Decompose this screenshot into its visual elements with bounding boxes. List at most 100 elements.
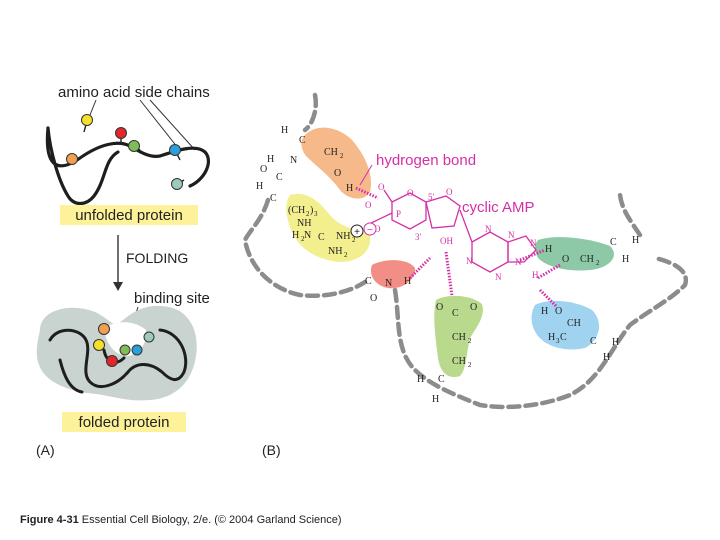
svg-text:O: O <box>374 224 381 234</box>
svg-text:O: O <box>562 254 569 265</box>
side-chain-orange <box>98 323 110 335</box>
svg-text:O: O <box>334 168 341 179</box>
svg-text:CH: CH <box>452 356 466 367</box>
svg-text:H: H <box>532 270 539 280</box>
svg-text:C: C <box>276 172 283 183</box>
cyclic-amp-atoms: O O P O O 5' O 3' OH N N N N N N H <box>365 182 539 282</box>
svg-text:H: H <box>256 181 263 192</box>
blob-teal <box>535 237 614 271</box>
svg-text:H: H <box>603 352 610 363</box>
svg-text:C: C <box>560 332 567 343</box>
svg-text:2: 2 <box>468 361 472 369</box>
svg-text:N: N <box>466 256 473 266</box>
svg-text:N: N <box>495 272 502 282</box>
unfolded-chain <box>45 126 211 206</box>
hydrogen-bonds <box>355 186 561 308</box>
svg-text:H: H <box>267 154 274 165</box>
side-chain-blue <box>131 344 143 356</box>
negative-charge-sign: − <box>367 225 373 236</box>
binding-site-label: binding site <box>134 290 210 307</box>
side-chain-blue <box>169 144 181 156</box>
svg-text:NH: NH <box>336 231 350 242</box>
svg-text:H: H <box>612 337 619 348</box>
svg-text:O: O <box>365 200 372 210</box>
svg-text:N: N <box>530 238 537 248</box>
side-chain-orange <box>66 153 78 165</box>
svg-text:N: N <box>290 155 297 166</box>
side-chain-teal <box>143 331 155 343</box>
svg-text:C: C <box>270 193 277 204</box>
pointer-line <box>149 99 196 151</box>
panel-b-label: (B) <box>262 442 281 458</box>
svg-text:N: N <box>304 230 311 241</box>
svg-text:H: H <box>545 244 552 255</box>
blob-red <box>370 260 416 289</box>
negative-charge <box>363 222 377 236</box>
side-chain-teal <box>171 178 183 190</box>
svg-text:H: H <box>632 235 639 246</box>
side-chain-green <box>119 344 131 356</box>
protein-backbone-dashed <box>242 92 689 410</box>
svg-text:O: O <box>370 293 377 304</box>
svg-text:H: H <box>541 306 548 317</box>
blob-green <box>434 295 483 378</box>
blob-blue <box>531 300 600 350</box>
svg-text:C: C <box>452 308 459 319</box>
svg-text:2: 2 <box>352 236 356 244</box>
svg-text:N: N <box>385 278 392 289</box>
unfolded-label: unfolded protein <box>75 207 183 224</box>
svg-text:C: C <box>318 232 325 243</box>
folded-label-bg <box>62 412 186 432</box>
svg-text:3: 3 <box>314 210 318 218</box>
svg-text:H: H <box>346 183 353 194</box>
cyclic-amp-structure <box>364 189 537 273</box>
svg-text:O: O <box>436 302 443 313</box>
svg-text:3: 3 <box>556 337 560 345</box>
svg-text:2: 2 <box>306 210 310 218</box>
svg-text:O: O <box>407 188 414 198</box>
side-chains-label: amino acid side chains <box>58 84 210 101</box>
svg-text:C: C <box>590 336 597 347</box>
svg-text:CH: CH <box>324 147 338 158</box>
svg-text:): ) <box>310 205 313 216</box>
svg-text:H: H <box>622 254 629 265</box>
svg-text:2: 2 <box>468 337 472 345</box>
svg-text:H: H <box>292 230 299 241</box>
pointer-line <box>139 99 179 149</box>
svg-text:CH: CH <box>567 318 581 329</box>
unfolded-label-bg <box>60 205 198 225</box>
hydrogen-bond-label: hydrogen bond <box>376 152 476 169</box>
folded-side-chains <box>93 323 155 367</box>
panel-a-label: (A) <box>36 442 55 458</box>
positive-charge-sign: + <box>354 227 360 238</box>
hydrogen-bond-pointer <box>359 164 373 186</box>
svg-text:N: N <box>515 257 522 267</box>
svg-text:O: O <box>446 187 453 197</box>
pointer-line <box>89 99 97 116</box>
svg-text:O: O <box>470 302 477 313</box>
svg-text:OH: OH <box>440 236 453 246</box>
svg-text:O: O <box>378 182 385 192</box>
svg-text:C: C <box>299 135 306 146</box>
side-chain-red <box>115 127 127 139</box>
svg-text:NH: NH <box>297 218 311 229</box>
positive-charge <box>350 224 364 238</box>
svg-text:2: 2 <box>301 235 305 243</box>
svg-text:C: C <box>438 374 445 385</box>
folding-arrowhead <box>113 282 123 291</box>
svg-text:H: H <box>548 332 555 343</box>
figure-number: Figure 4-31 <box>20 514 79 526</box>
caption-text: Essential Cell Biology, 2/e. (© 2004 Gar… <box>81 514 342 526</box>
svg-text:C: C <box>365 276 372 287</box>
svg-text:H: H <box>404 276 411 287</box>
svg-text:C: C <box>610 237 617 248</box>
svg-text:2: 2 <box>596 259 600 267</box>
svg-text:N: N <box>508 230 515 240</box>
svg-text:P: P <box>396 209 401 219</box>
svg-text:H: H <box>432 394 439 405</box>
unfolded-side-chains <box>66 114 185 190</box>
svg-text:H: H <box>417 374 424 385</box>
svg-text:2: 2 <box>340 152 344 160</box>
